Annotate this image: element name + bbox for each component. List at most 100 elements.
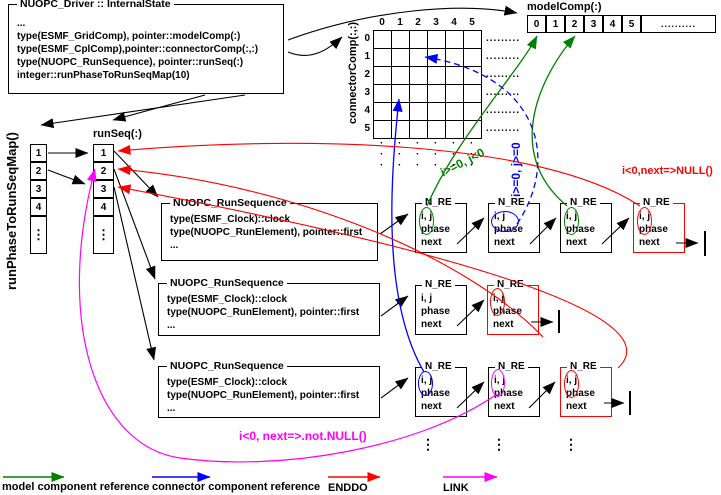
run-sequence-box-line: type(ESMF_Clock)::clock [167,294,288,305]
grid-row-header: 4 [364,105,370,116]
driver-box-title: NUOPC_Driver :: InternalState [17,0,174,10]
runseq-cell: 3 [93,180,114,198]
runphasemap-cell: 1 [30,144,47,162]
runphasemap-cell: 3 [30,180,47,198]
nre-column-ellipsis: ⋮ [421,436,435,452]
grid-continuation-dot: · [452,160,457,171]
run-sequence-box-line: ... [167,403,176,414]
first-pointer-arrow-row1 [379,213,409,235]
grid-col-header: 0 [379,17,385,28]
runseq3-to-runsequence3-arrow [113,186,157,361]
grid-col-header: 3 [433,17,439,28]
grid-continuation-dot: · [398,149,403,160]
grid-row-header: 5 [364,123,370,134]
nre-field-next: next [493,319,514,330]
driver-to-runseq-arrow [112,94,206,122]
runphasemap2-to-runseq3-arrow [47,169,86,185]
grid-col-header: 2 [415,17,421,28]
nre-field-next: next [494,401,515,412]
grid-continuation-dot: · [470,160,475,171]
reference-ellipse [491,211,519,232]
grid-continuation-dot: · [380,160,385,171]
modelcomp-cell: 5 [622,15,641,33]
grid-col-header: 4 [451,17,457,28]
runphasemap-cell: 4 [30,198,47,216]
nre-field-next: next [421,319,442,330]
grid-continuation-dot: · [398,160,403,171]
driver-line-connectorcomp: type(ESMF_CplComp),pointer::connectorCom… [17,44,259,55]
grid-row-header: 0 [364,33,370,44]
run-sequence-box-title: NUOPC_RunSequence [167,360,287,372]
grid-row-header: 2 [364,69,370,80]
driver-internal-state-box: NUOPC_Driver :: InternalState ... type(E… [8,0,284,94]
run-sequence-box-line: ... [170,240,179,251]
runseq-label: runSeq(:) [93,128,142,140]
driver-line: ... [17,18,26,29]
driver-line-runseq: type(NUOPC_RunSequence), pointer::runSeq… [17,57,244,68]
nre-field-phase: phase [494,388,523,399]
grid-continuation-dot: · [416,138,421,149]
nre-field-next: next [421,401,442,412]
runseq-cell: 1 [93,144,114,162]
grid-continuation-dot: · [470,149,475,160]
legend-enddo-label: ENDDO [328,482,368,494]
run-sequence-box-line: type(NUOPC_RunElement), pointer::first [167,390,360,401]
runseq-cell: 2 [93,162,114,180]
runseq1-to-runsequence1-arrow [113,150,159,198]
run-sequence-box-line: type(ESMF_Clock)::clock [167,377,288,388]
grid-row-overflow: ......... [486,105,521,116]
driver-to-runphasemap-arrow [40,94,246,129]
grid-continuation-dot: · [416,160,421,171]
grid-continuation-dot: · [434,138,439,149]
runphasemap-label: runPhaseToRunSeqMap() [4,132,19,290]
modelcomp-cell: 1 [546,15,565,33]
driver-to-connectorcomp-arrow [287,36,343,56]
driver-line-modelcomp: type(ESMF_GridComp), pointer::modelComp(… [17,31,241,42]
grid-continuation-dot: · [434,149,439,160]
first-pointer-arrow-row2 [380,295,409,317]
grid-row-overflow: ......... [486,87,521,98]
driver-line-runphasemap: integer::runPhaseToRunSeqMap(10) [17,70,190,81]
run-sequence-box-title: NUOPC_RunSequence [167,277,287,289]
reference-ellipse [490,288,505,316]
nre-field-phase: phase [566,388,595,399]
connector-reference-condition: i>=0, j>=0 [509,142,523,197]
grid-row-overflow: ......... [486,123,521,134]
nre-field-next: next [639,237,660,248]
nre-box-title: N_RE [495,197,528,208]
grid-col-header: 5 [469,17,475,28]
runphasemap-ellipsis-cell: ⋮ [30,216,47,254]
run-sequence-box-line: type(ESMF_Clock)::clock [170,214,291,225]
nre-field-next: next [566,237,587,248]
grid-continuation-dot: · [452,138,457,149]
runseq-ellipsis-cell: ⋮ [93,216,114,254]
runseq2-to-runsequence2-arrow [113,168,156,280]
legend-connector-reference-label: connector component reference [152,481,321,493]
reference-ellipse [491,369,505,397]
grid-row-overflow: ......... [486,33,521,44]
grid-row-header: 3 [364,87,370,98]
grid-continuation-dot: · [398,138,403,149]
modelcomp-cell: 0 [527,15,546,33]
nre-column-ellipsis: ⋮ [492,436,506,452]
modelcomp-cell: 2 [565,15,584,33]
grid-continuation-dot: · [380,149,385,160]
grid-col-header: 1 [397,17,403,28]
model-reference-condition: i>=0, j<0 [438,145,487,180]
grid-continuation-dot: · [380,138,385,149]
run-sequence-box-title: NUOPC_RunSequence [170,197,290,209]
connectorcomp-grid [373,30,482,139]
list-terminator-bar [629,391,631,415]
grid-row-header: 1 [364,51,370,62]
reference-ellipse [564,207,579,235]
first-pointer-arrow-row3 [380,377,409,399]
model-reference-arrow-2 [531,35,576,207]
nre-box-title: N_RE [640,197,673,208]
runphasemap-cell: 2 [30,162,47,180]
